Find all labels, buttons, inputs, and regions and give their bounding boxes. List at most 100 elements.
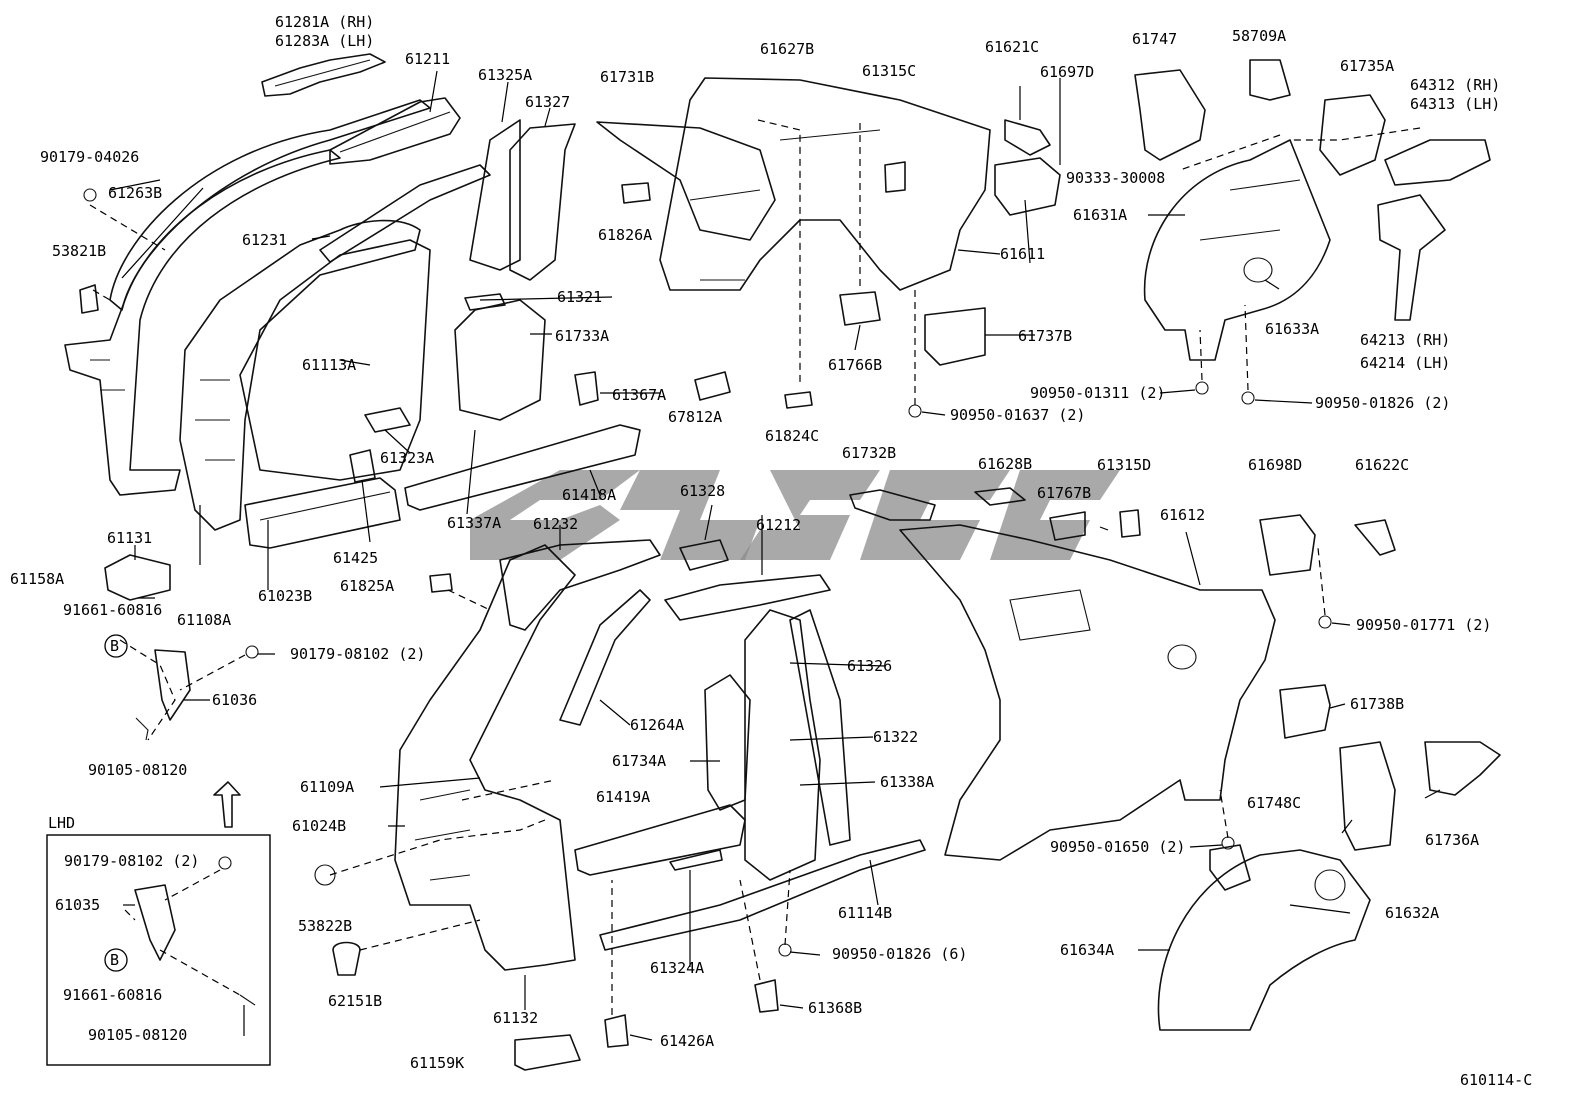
callout-b-inset-letter: B — [110, 951, 119, 969]
label-61264a: 61264A — [630, 716, 684, 734]
label-61024b: 61024B — [292, 817, 346, 835]
label-67812a: 67812A — [668, 408, 722, 426]
label-61337a: 61337A — [447, 514, 501, 532]
label-61368b: 61368B — [808, 999, 862, 1017]
label-90950-01650: 90950-01650 (2) — [1050, 838, 1185, 856]
label-61825a: 61825A — [340, 577, 394, 595]
label-61737b: 61737B — [1018, 327, 1072, 345]
label-61767b: 61767B — [1037, 484, 1091, 502]
label-61281a: 61281A (RH) — [275, 13, 374, 31]
label-61321: 61321 — [557, 288, 602, 306]
label-58709a: 58709A — [1232, 27, 1286, 45]
label-61621c: 61621C — [985, 38, 1039, 56]
part-drawings — [64, 53, 1501, 1071]
label-61634a: 61634A — [1060, 941, 1114, 959]
label-61232: 61232 — [533, 515, 578, 533]
label-90950-01311: 90950-01311 (2) — [1030, 384, 1165, 402]
label-61315d: 61315D — [1097, 456, 1151, 474]
label-90333-30008: 90333-30008 — [1066, 169, 1165, 187]
label-64312: 64312 (RH) — [1410, 76, 1500, 94]
label-61631a: 61631A — [1073, 206, 1127, 224]
label-61036: 61036 — [212, 691, 257, 709]
label-61824c: 61824C — [765, 427, 819, 445]
label-64214: 64214 (LH) — [1360, 354, 1450, 372]
label-61738b: 61738B — [1350, 695, 1404, 713]
watermark-logo — [470, 470, 1120, 560]
label-61826a: 61826A — [598, 226, 652, 244]
label-61734a: 61734A — [612, 752, 666, 770]
label-61212: 61212 — [756, 516, 801, 534]
label-61418a: 61418A — [562, 486, 616, 504]
label-90950-01826-2: 90950-01826 (2) — [1315, 394, 1450, 412]
label-61622c: 61622C — [1355, 456, 1409, 474]
leader-lines — [89, 70, 1441, 1041]
label-61747: 61747 — [1132, 30, 1177, 48]
label-61367a: 61367A — [612, 386, 666, 404]
label-61731b: 61731B — [600, 68, 654, 86]
label-61697d: 61697D — [1040, 63, 1094, 81]
label-91661-60816-inset: 91661-60816 — [63, 986, 162, 1004]
label-61159k: 61159K — [410, 1054, 464, 1072]
label-90179-08102-inset: 90179-08102 (2) — [64, 852, 199, 870]
label-61231: 61231 — [242, 231, 287, 249]
callout-b-top: B — [104, 634, 128, 658]
label-90950-01826-6: 90950-01826 (6) — [832, 945, 967, 963]
label-61633a: 61633A — [1265, 320, 1319, 338]
label-90950-01771: 90950-01771 (2) — [1356, 616, 1491, 634]
label-64213: 64213 (RH) — [1360, 331, 1450, 349]
label-61735a: 61735A — [1340, 57, 1394, 75]
callout-b-top-letter: B — [110, 637, 119, 655]
label-61736a: 61736A — [1425, 831, 1479, 849]
label-61698d: 61698D — [1248, 456, 1302, 474]
label-61733a: 61733A — [555, 327, 609, 345]
diagram-id-label: 610114-C — [1460, 1071, 1532, 1089]
label-90950-01637: 90950-01637 (2) — [950, 406, 1085, 424]
label-64313: 64313 (LH) — [1410, 95, 1500, 113]
label-61315c: 61315C — [862, 62, 916, 80]
label-lhd: LHD — [48, 814, 75, 832]
label-61748c: 61748C — [1247, 794, 1301, 812]
label-61023b: 61023B — [258, 587, 312, 605]
label-90179-04026: 90179-04026 — [40, 148, 139, 166]
label-61211: 61211 — [405, 50, 450, 68]
label-61131: 61131 — [107, 529, 152, 547]
label-53821b: 53821B — [52, 242, 106, 260]
label-90105-08120-inset: 90105-08120 — [88, 1026, 187, 1044]
label-61327: 61327 — [525, 93, 570, 111]
label-61612: 61612 — [1160, 506, 1205, 524]
label-61322: 61322 — [873, 728, 918, 746]
label-61328: 61328 — [680, 482, 725, 500]
label-61627b: 61627B — [760, 40, 814, 58]
label-61419a: 61419A — [596, 788, 650, 806]
label-61325a: 61325A — [478, 66, 532, 84]
label-90179-08102-top: 90179-08102 (2) — [290, 645, 425, 663]
label-61323a: 61323A — [380, 449, 434, 467]
label-61035: 61035 — [55, 896, 100, 914]
label-61324a: 61324A — [650, 959, 704, 977]
label-53822b: 53822B — [298, 917, 352, 935]
label-91661-60816-top: 91661-60816 — [63, 601, 162, 619]
label-61158a: 61158A — [10, 570, 64, 588]
label-61109a: 61109A — [300, 778, 354, 796]
label-61113a: 61113A — [302, 356, 356, 374]
label-61338a: 61338A — [880, 773, 934, 791]
label-62151b: 62151B — [328, 992, 382, 1010]
label-61132: 61132 — [493, 1009, 538, 1027]
label-61425: 61425 — [333, 549, 378, 567]
label-61108a: 61108A — [177, 611, 231, 629]
lhd-inset-box — [46, 834, 271, 1066]
label-61283a: 61283A (LH) — [275, 32, 374, 50]
label-61114b: 61114B — [838, 904, 892, 922]
label-61632a: 61632A — [1385, 904, 1439, 922]
label-90105-08120-top: 90105-08120 — [88, 761, 187, 779]
label-61766b: 61766B — [828, 356, 882, 374]
label-61732b: 61732B — [842, 444, 896, 462]
label-61263b: 61263B — [108, 184, 162, 202]
label-61426a: 61426A — [660, 1032, 714, 1050]
label-61326: 61326 — [847, 657, 892, 675]
part-labels: 61281A (RH) 61283A (LH) 61211 61325A 613… — [10, 13, 1532, 1089]
callout-b-inset: B — [104, 948, 128, 972]
label-61611: 61611 — [1000, 245, 1045, 263]
